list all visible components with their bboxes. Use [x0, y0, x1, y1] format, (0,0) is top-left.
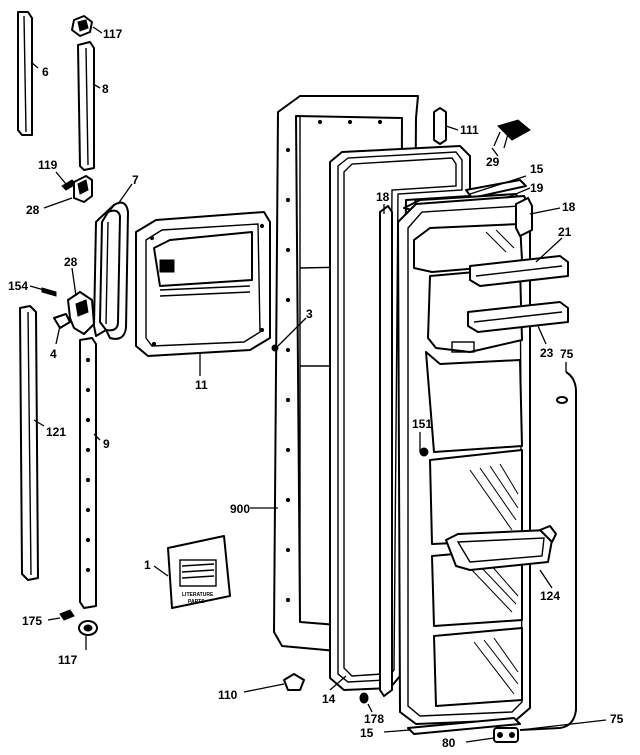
callout-21: 21	[558, 225, 572, 239]
part-80	[493, 727, 519, 743]
part-110	[283, 673, 305, 691]
callout-124: 124	[540, 589, 560, 603]
shelf-bar-23	[467, 301, 569, 333]
callout-23: 23	[540, 346, 554, 360]
callout-175: 175	[22, 614, 42, 628]
callout-121: 121	[46, 425, 66, 439]
callout-75-top: 75	[560, 347, 574, 361]
trim-strip-6	[17, 11, 33, 136]
hinge-bracket-28-lower	[67, 291, 95, 335]
callout-1: 1	[144, 558, 151, 572]
callout-75-bottom: 75	[610, 712, 624, 726]
part-178	[359, 692, 369, 704]
literature-booklet-1: LITERATURE PARTS	[167, 535, 231, 609]
callout-900: 900	[230, 502, 250, 516]
callout-3: 3	[306, 307, 313, 321]
callout-9: 9	[103, 437, 110, 451]
screw-175	[59, 609, 75, 621]
breaker-strip-18-right	[515, 197, 533, 237]
callout-6: 6	[42, 65, 49, 79]
callout-15-top: 15	[530, 162, 544, 176]
clip-4	[53, 313, 71, 329]
bar-15-bottom	[407, 717, 521, 735]
callout-110: 110	[218, 688, 238, 702]
inner-door-liner	[397, 195, 531, 725]
part-29	[493, 119, 531, 149]
callout-7: 7	[132, 173, 139, 187]
callout-14: 14	[322, 692, 336, 706]
door-bin-124	[445, 525, 557, 571]
callout-117-bottom: 117	[58, 653, 78, 667]
cap-117-bottom	[78, 620, 98, 636]
callout-15-bottom: 15	[360, 726, 374, 740]
liner-hatching	[469, 229, 519, 695]
callout-154: 154	[8, 279, 28, 293]
literature-line1: LITERATURE	[182, 592, 214, 598]
callout-18-left: 18	[376, 190, 390, 204]
callout-119: 119	[38, 158, 58, 172]
trim-strip-121	[19, 305, 39, 581]
screw-154	[41, 287, 57, 297]
literature-line2: PARTS	[188, 599, 205, 605]
leader-lines	[29, 26, 607, 743]
callout-117-top: 117	[103, 27, 123, 41]
callout-28-top: 28	[26, 203, 40, 217]
callout-18-right: 18	[562, 200, 576, 214]
callout-11: 11	[195, 378, 208, 392]
callout-29: 29	[486, 155, 500, 169]
screw-3	[271, 344, 279, 352]
callout-80: 80	[442, 736, 456, 750]
callout-8: 8	[102, 82, 109, 96]
hinge-bracket-28-top	[73, 175, 93, 203]
cap-117-top	[71, 15, 93, 37]
rail-9	[79, 337, 97, 609]
shelf-bar-21	[469, 255, 569, 287]
callout-4: 4	[50, 347, 57, 361]
callout-151: 151	[412, 417, 432, 431]
callout-28-lower: 28	[64, 255, 78, 269]
callout-19: 19	[530, 181, 544, 195]
breaker-strip-18-left	[379, 205, 393, 697]
callout-178: 178	[364, 712, 384, 726]
tube-75	[519, 371, 577, 731]
handle-7	[93, 201, 129, 340]
callout-labels: 117 6 8 119 28 7 28 154 4 121 9 11 3 111…	[8, 27, 624, 750]
dispenser-cover-11	[135, 211, 271, 357]
rail-8	[77, 41, 95, 171]
callout-111: 111	[460, 123, 479, 137]
part-111	[433, 107, 447, 145]
